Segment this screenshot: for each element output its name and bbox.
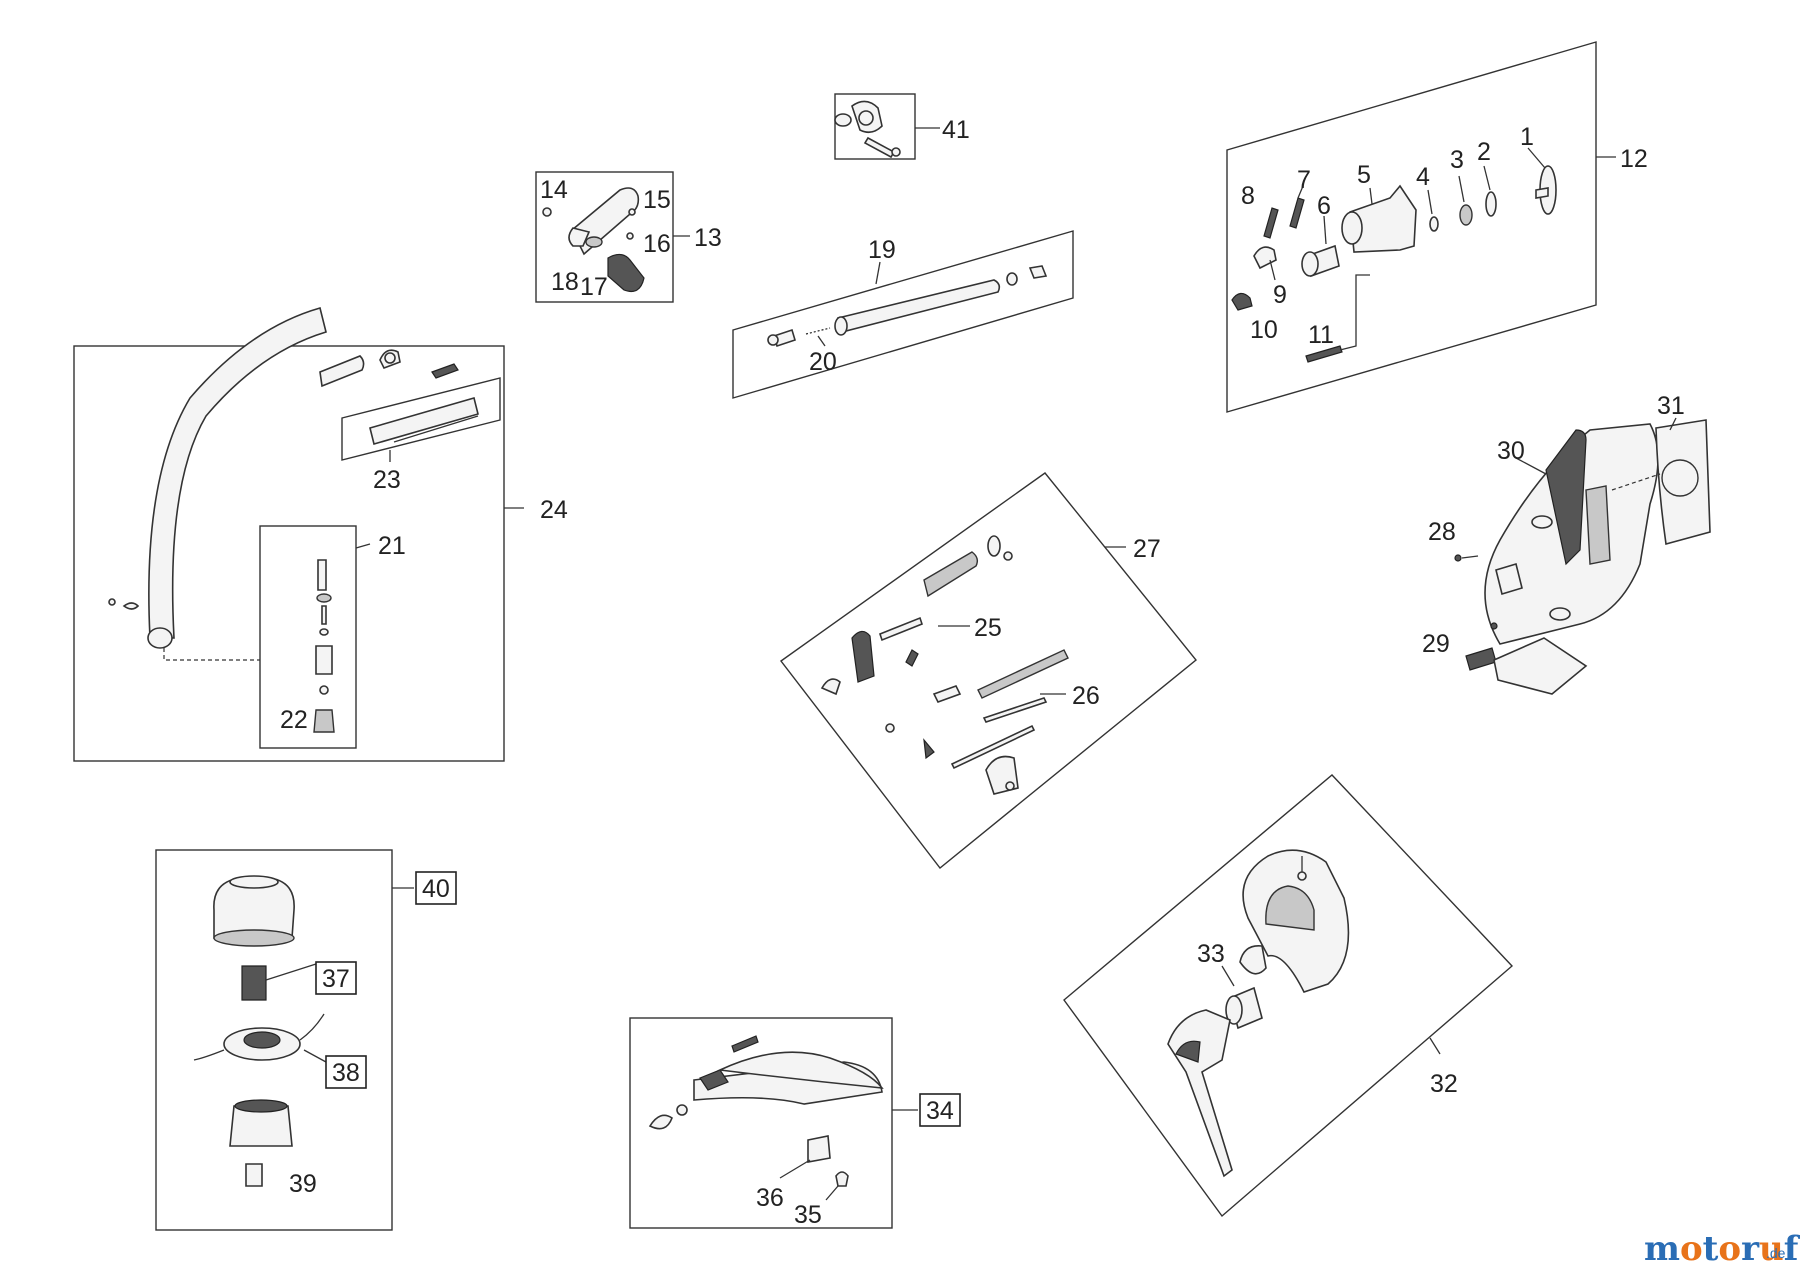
group-13-handle-bracket: 14 15 16 18 17 13 <box>535 171 722 303</box>
label-32: 32 <box>1430 1070 1458 1098</box>
label-13: 13 <box>694 224 722 252</box>
label-1: 1 <box>1520 123 1534 151</box>
label-14: 14 <box>540 176 568 204</box>
label-11: 11 <box>1308 321 1334 349</box>
watermark-suffix: .de <box>1766 1245 1786 1261</box>
label-15: 15 <box>643 186 671 214</box>
label-39: 39 <box>289 1170 317 1198</box>
group-40-trimmer-head: 40 37 38 39 <box>155 849 457 1231</box>
label-28: 28 <box>1428 518 1456 546</box>
label-8: 8 <box>1241 182 1255 210</box>
label-27: 27 <box>1133 535 1161 563</box>
watermark-letter: o <box>1680 1229 1703 1269</box>
group-27-throttle-handle: 27 25 26 <box>780 472 1197 869</box>
watermark-brand: motoruf <box>1644 1229 1800 1269</box>
group-34-guard: 34 36 35 <box>629 1017 961 1229</box>
watermark-letter: m <box>1644 1229 1680 1269</box>
label-29: 29 <box>1422 630 1450 658</box>
watermark-letter: t <box>1703 1229 1719 1269</box>
label-40: 40 <box>422 875 450 903</box>
label-19: 19 <box>868 236 896 264</box>
group-12-gear-head: 12 1 2 3 4 5 6 7 8 <box>1226 41 1648 413</box>
label-38: 38 <box>332 1059 360 1087</box>
watermark-letter: o <box>1718 1229 1741 1269</box>
label-41: 41 <box>942 116 970 144</box>
label-26: 26 <box>1072 682 1100 710</box>
label-18: 18 <box>551 268 579 296</box>
label-24: 24 <box>540 496 568 524</box>
group-32-front-handle: 33 32 <box>1063 774 1514 1218</box>
label-3: 3 <box>1450 146 1464 174</box>
watermark-letter: r <box>1741 1229 1760 1269</box>
label-36: 36 <box>756 1184 784 1212</box>
watermark-letter: u <box>1759 1229 1784 1269</box>
label-25: 25 <box>974 614 1002 642</box>
label-12: 12 <box>1620 145 1648 173</box>
label-7: 7 <box>1297 166 1311 194</box>
label-10: 10 <box>1250 316 1278 344</box>
label-9: 9 <box>1273 281 1287 309</box>
group-41-clamp: 41 <box>834 93 970 160</box>
watermark-letter: f <box>1784 1229 1800 1269</box>
watermark-motoruf: motoruf .de <box>1644 1229 1800 1269</box>
label-5: 5 <box>1357 161 1371 189</box>
label-4: 4 <box>1416 163 1430 191</box>
label-2: 2 <box>1477 138 1491 166</box>
label-34: 34 <box>926 1097 954 1125</box>
group-24-bent-tube: 23 24 21 22 <box>73 307 568 762</box>
label-17: 17 <box>580 273 608 301</box>
label-6: 6 <box>1317 192 1331 220</box>
label-21: 21 <box>378 532 406 560</box>
label-20: 20 <box>809 348 837 376</box>
label-37: 37 <box>322 965 350 993</box>
label-33: 33 <box>1197 940 1225 968</box>
label-16: 16 <box>643 230 671 258</box>
label-31: 31 <box>1657 392 1685 420</box>
label-35: 35 <box>794 1201 822 1229</box>
group-19-drive-tube: 19 20 <box>732 230 1074 399</box>
label-30: 30 <box>1497 437 1525 465</box>
label-23: 23 <box>373 466 401 494</box>
group-engine-cover: 28 29 30 31 <box>1422 392 1711 695</box>
label-22: 22 <box>280 706 308 734</box>
